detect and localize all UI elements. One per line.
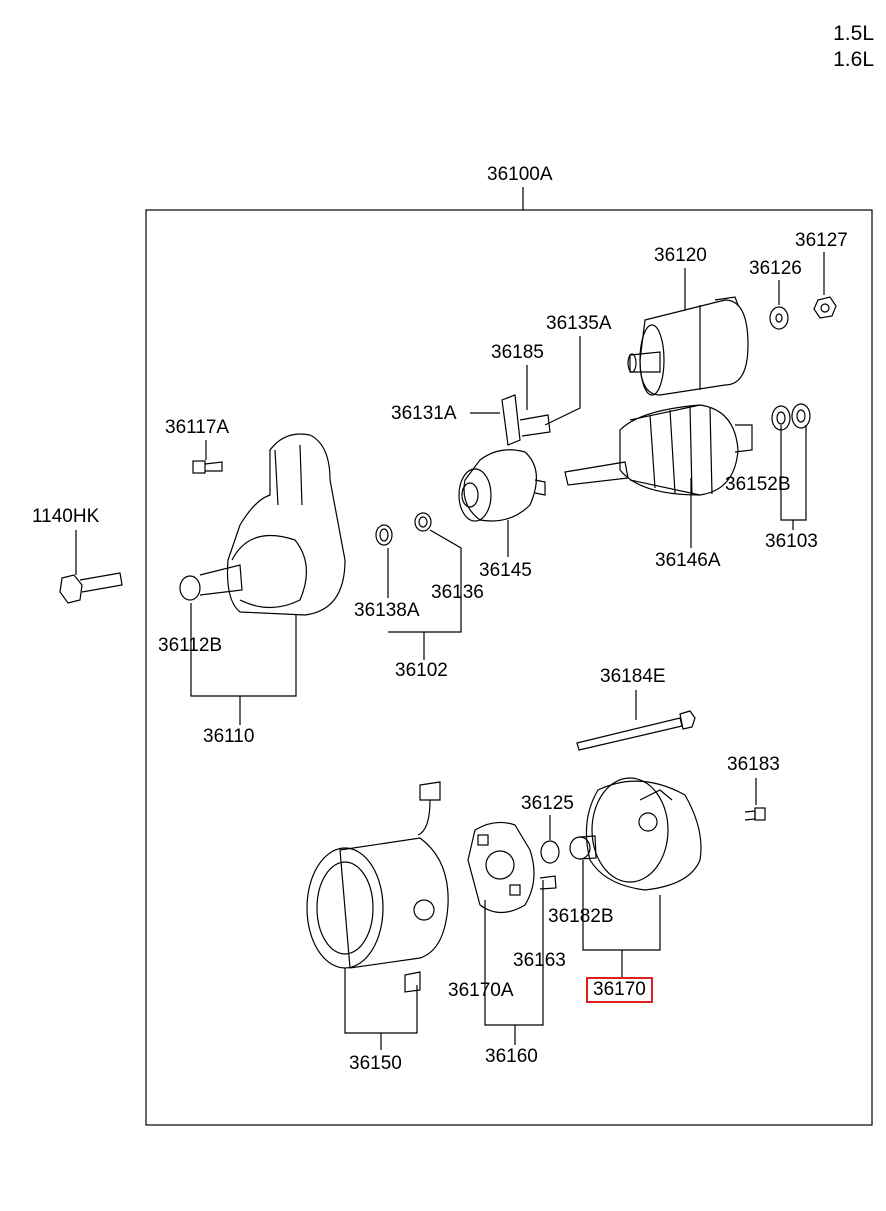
engine-variant-2: 1.6L xyxy=(833,48,874,71)
part-label-36117a[interactable]: 36117A xyxy=(165,417,230,438)
part-label-36145[interactable]: 36145 xyxy=(479,560,532,581)
assembly-frame xyxy=(145,209,873,1126)
part-label-36160[interactable]: 36160 xyxy=(485,1046,538,1067)
screw-36183 xyxy=(744,807,766,821)
part-label-36125[interactable]: 36125 xyxy=(521,793,574,814)
part-label-36146a[interactable]: 36146A xyxy=(655,550,721,571)
part-label-36102[interactable]: 36102 xyxy=(395,660,448,681)
part-label-36182b[interactable]: 36182B xyxy=(548,906,614,927)
part-label-36150[interactable]: 36150 xyxy=(349,1053,402,1074)
armature-part xyxy=(564,404,753,496)
part-label-36112b[interactable]: 36112B xyxy=(158,635,223,656)
part-label-1140hk[interactable]: 1140HK xyxy=(32,506,100,527)
part-label-36152b[interactable]: 36152B xyxy=(725,474,791,495)
part-label-36103[interactable]: 36103 xyxy=(765,531,818,552)
part-label-36120[interactable]: 36120 xyxy=(654,245,707,266)
part-label-36126[interactable]: 36126 xyxy=(749,258,802,279)
through-bolt-36184e xyxy=(576,710,696,751)
rear-bracket-part xyxy=(569,777,702,891)
solenoid-part xyxy=(627,296,749,396)
part-label-36185[interactable]: 36185 xyxy=(491,342,544,363)
part-label-36110[interactable]: 36110 xyxy=(203,726,255,747)
part-label-36163[interactable]: 36163 xyxy=(513,950,566,971)
part-label-36183[interactable]: 36183 xyxy=(727,754,780,775)
yoke-part xyxy=(306,781,449,993)
bolt-36117a xyxy=(192,460,223,474)
brush-holder-part xyxy=(467,821,560,914)
part-label-36136[interactable]: 36136 xyxy=(431,582,484,603)
part-label-36170a[interactable]: 36170A xyxy=(448,980,514,1001)
engine-variant-1: 1.5L xyxy=(833,22,874,45)
assembly-label[interactable]: 36100A xyxy=(487,164,553,185)
part-label-36135a[interactable]: 36135A xyxy=(546,313,612,334)
leader-lines xyxy=(75,252,825,1050)
bolt-1140hk xyxy=(59,572,123,604)
rings-36102 xyxy=(375,512,432,546)
part-label-36131a[interactable]: 36131A xyxy=(391,403,457,424)
part-label-36170-selected[interactable]: 36170 xyxy=(586,977,653,1003)
front-housing-part xyxy=(179,433,346,616)
washer-nut-parts xyxy=(769,296,837,330)
part-label-36127[interactable]: 36127 xyxy=(795,230,848,251)
clutch-lever-part xyxy=(458,394,551,522)
part-label-36138a[interactable]: 36138A xyxy=(354,600,420,621)
washers-36152b xyxy=(771,403,811,431)
part-label-36184e[interactable]: 36184E xyxy=(600,666,666,687)
